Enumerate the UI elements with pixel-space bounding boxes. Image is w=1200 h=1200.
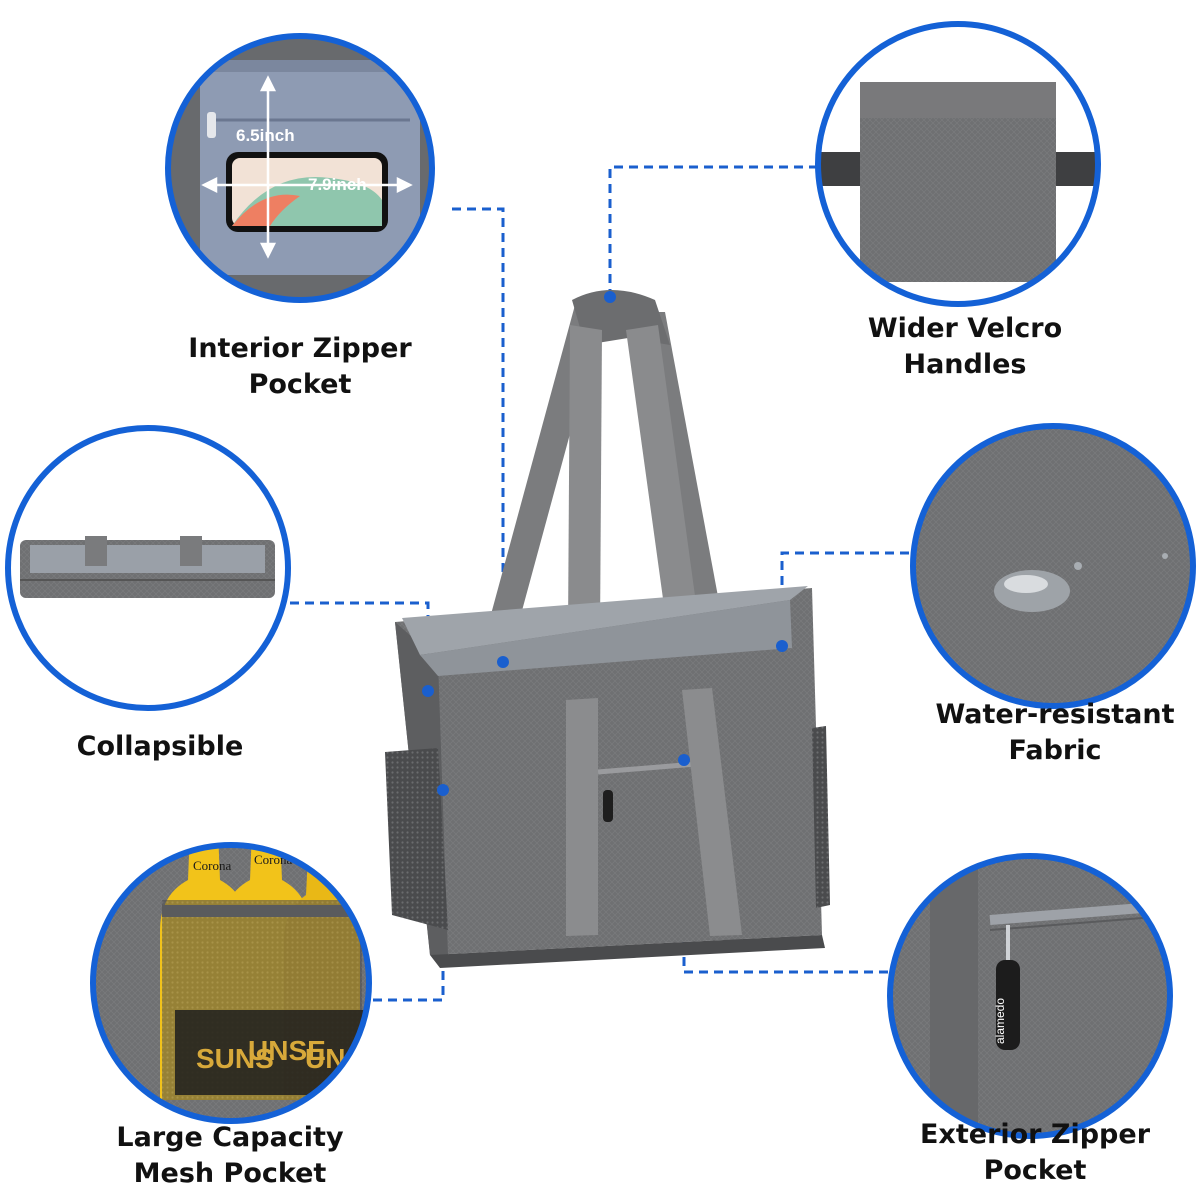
front-zipper-pull-icon <box>603 790 613 822</box>
collapsible-circle <box>5 425 291 711</box>
right-mesh-pocket <box>812 726 830 908</box>
label-mesh-pocket: Large Capacity Mesh Pocket <box>100 1120 360 1192</box>
connector-dots <box>422 291 788 796</box>
mesh-pocket-circle: Corona Corona SUNS UNSE UNS <box>90 842 372 1124</box>
label-interior-pocket: Interior Zipper Pocket <box>170 331 430 403</box>
fabric-circle <box>910 423 1196 709</box>
label-exterior-pocket-line1: Exterior Zipper <box>919 1119 1151 1150</box>
left-mesh-pocket <box>385 748 448 930</box>
tote-bag <box>385 290 830 968</box>
interior-pocket-circle: 6.5inch 7.9inch <box>165 33 435 303</box>
label-handles-line1: Wider Velcro <box>867 313 1063 344</box>
brand-tag: alamedo <box>993 998 1007 1044</box>
zipper-pull-icon <box>207 112 216 138</box>
label-collapsible-line1: Collapsible <box>76 731 244 762</box>
dimension-width: 7.9inch <box>308 175 367 194</box>
label-exterior-pocket-line2: Pocket <box>983 1155 1087 1186</box>
dimension-height: 6.5inch <box>236 126 295 145</box>
label-exterior-pocket: Exterior Zipper Pocket <box>900 1117 1170 1189</box>
label-collapsible: Collapsible <box>40 729 280 765</box>
label-mesh-pocket-line1: Large Capacity <box>116 1122 344 1153</box>
sunset-text-2: UNSE <box>248 1035 326 1066</box>
connector-handles <box>608 165 818 297</box>
label-mesh-pocket-line2: Mesh Pocket <box>133 1158 327 1189</box>
label-handles: Wider Velcro Handles <box>840 311 1090 383</box>
label-interior-pocket-line1: Interior Zipper <box>188 333 412 364</box>
label-fabric-line2: Fabric <box>1008 735 1102 766</box>
label-interior-pocket-line2: Pocket <box>248 369 352 400</box>
sunset-text-1: SUNS <box>196 1043 274 1074</box>
bottle-brand: Corona <box>193 858 232 873</box>
handles-circle <box>815 21 1101 307</box>
label-handles-line2: Handles <box>903 349 1027 380</box>
zipper-pull-icon <box>996 960 1020 1050</box>
label-fabric-line1: Water-resistant <box>935 699 1175 730</box>
exterior-pocket-circle: alamedo <box>887 853 1173 1139</box>
label-fabric: Water-resistant Fabric <box>920 697 1190 769</box>
ruler-arrow-icon <box>201 75 413 259</box>
connector-interior-pocket <box>452 207 505 660</box>
